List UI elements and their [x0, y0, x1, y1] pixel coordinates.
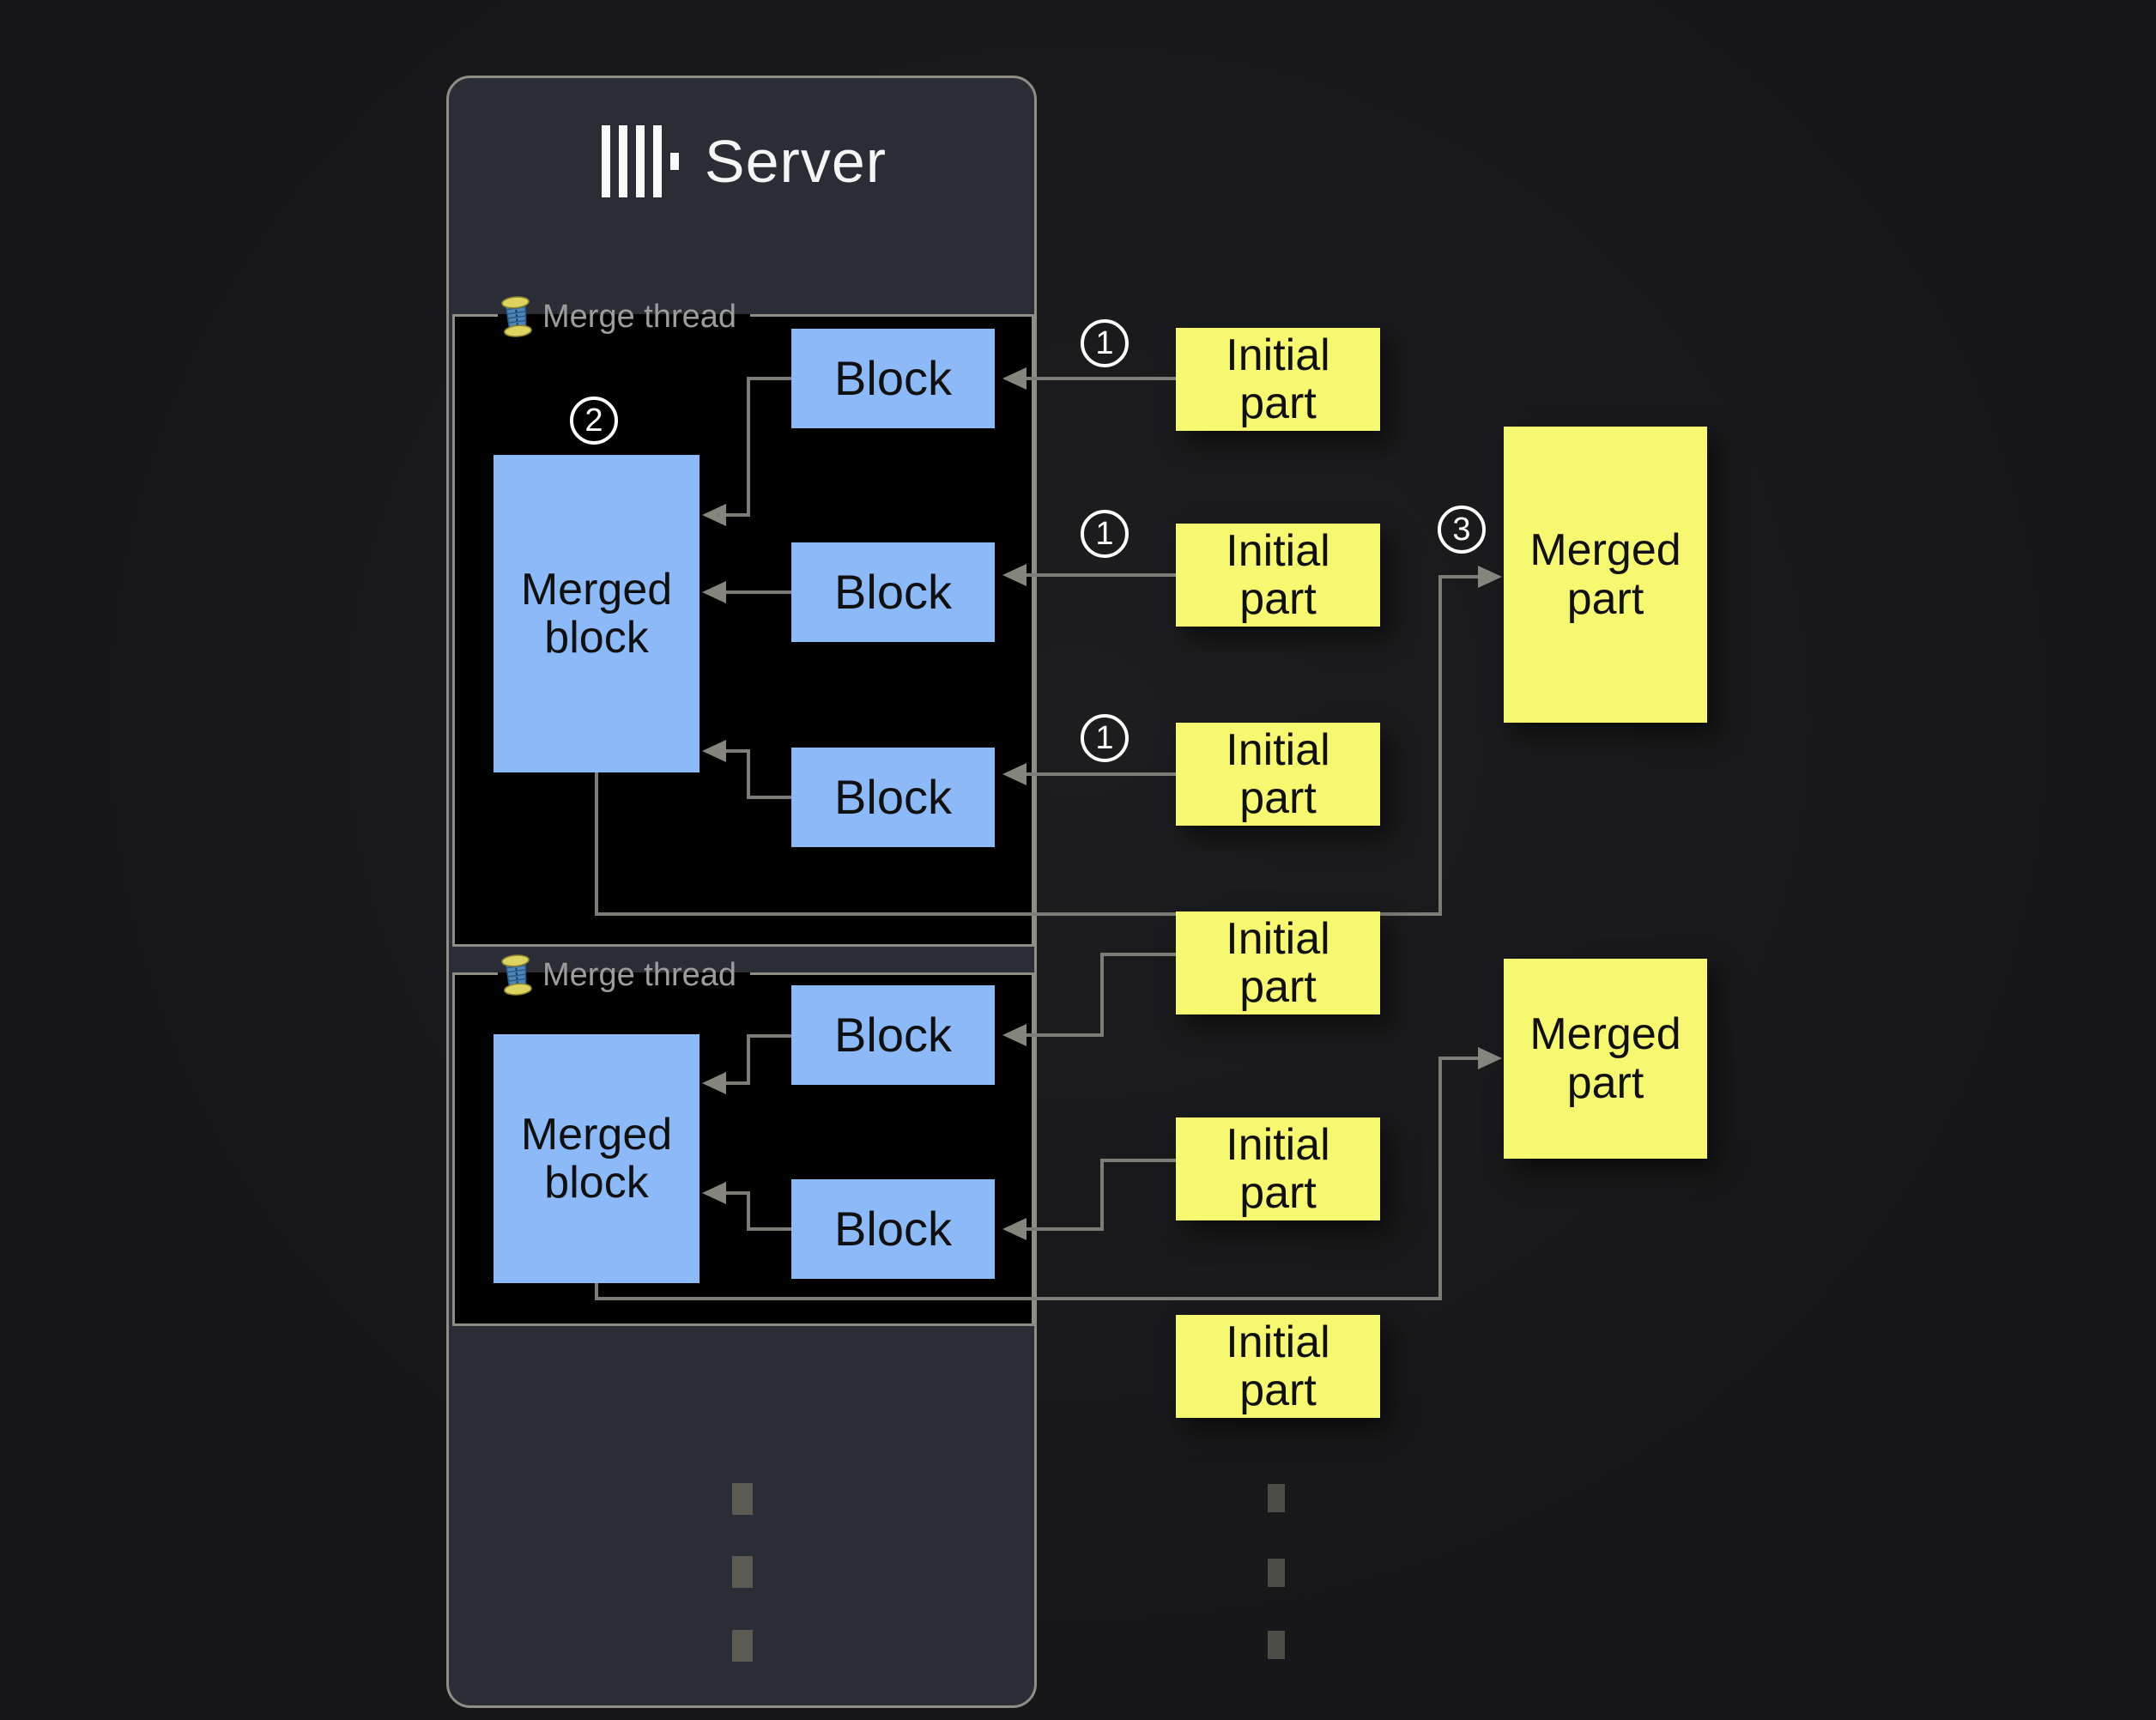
- connector: [748, 1227, 791, 1231]
- connector: [747, 749, 750, 799]
- initial-part: Initial part: [1176, 1315, 1380, 1418]
- connector: [595, 1297, 1442, 1300]
- step-badge-3: 3: [1438, 506, 1486, 554]
- merge-thread-legend-2: Merge thread: [498, 950, 751, 1000]
- connector: [1102, 953, 1176, 956]
- server-header: Server: [446, 110, 1037, 213]
- connector: [595, 1283, 598, 1300]
- connector: [595, 772, 598, 916]
- connector: [748, 1034, 791, 1038]
- connector: [1023, 377, 1176, 380]
- block: Block: [791, 748, 995, 847]
- connector: [1100, 1159, 1104, 1231]
- arrowhead: [1002, 763, 1027, 785]
- clickhouse-logo-icon: [597, 125, 686, 197]
- connector: [1023, 1227, 1104, 1231]
- initial-part: Initial part: [1176, 723, 1380, 826]
- connector: [595, 912, 1442, 916]
- ellipsis-dot: [1268, 1559, 1285, 1587]
- connector: [1100, 953, 1104, 1037]
- connector: [1438, 575, 1480, 578]
- merge-thread-legend-1: Merge thread: [498, 292, 751, 342]
- connector: [723, 1191, 750, 1195]
- arrowhead: [702, 1072, 726, 1094]
- merged-part: Merged part: [1504, 427, 1707, 723]
- arrowhead: [1002, 1024, 1027, 1046]
- thread-spool-icon: [500, 295, 534, 339]
- arrowhead: [1002, 367, 1027, 390]
- merge-thread-label: Merge thread: [542, 956, 737, 993]
- connector: [1438, 1057, 1480, 1060]
- connector: [723, 749, 750, 753]
- arrowhead: [702, 740, 726, 762]
- arrowhead: [1002, 564, 1027, 586]
- connector: [747, 1034, 750, 1085]
- block: Block: [791, 542, 995, 642]
- arrowhead: [702, 504, 726, 526]
- connector: [748, 377, 791, 380]
- block: Block: [791, 1179, 995, 1279]
- merged-block: Merged block: [494, 455, 699, 772]
- step-badge-2: 2: [570, 397, 618, 445]
- connector: [747, 377, 750, 515]
- arrowhead: [702, 581, 726, 603]
- connector: [1102, 1159, 1176, 1162]
- connector: [747, 1191, 750, 1231]
- step-badge-1: 1: [1081, 510, 1129, 558]
- block: Block: [791, 329, 995, 428]
- ellipsis-dot: [732, 1630, 753, 1662]
- connector: [1023, 1033, 1104, 1037]
- step-badge-1: 1: [1081, 714, 1129, 762]
- arrowhead: [1002, 1218, 1027, 1240]
- arrowhead: [1478, 1047, 1502, 1069]
- server-title: Server: [704, 128, 887, 195]
- connector: [723, 1081, 750, 1085]
- arrowhead: [702, 1182, 726, 1204]
- initial-part: Initial part: [1176, 524, 1380, 627]
- block: Block: [791, 985, 995, 1085]
- step-badge-1: 1: [1081, 319, 1129, 367]
- connector: [1023, 573, 1176, 577]
- initial-part: Initial part: [1176, 911, 1380, 1014]
- connector: [726, 590, 791, 594]
- ellipsis-dot: [1268, 1631, 1285, 1659]
- connector: [1023, 772, 1176, 776]
- merged-block: Merged block: [494, 1034, 699, 1283]
- merged-part: Merged part: [1504, 959, 1707, 1159]
- merge-thread-label: Merge thread: [542, 298, 737, 335]
- thread-spool-icon: [500, 954, 534, 997]
- ellipsis-dot: [732, 1556, 753, 1588]
- connector: [1438, 1057, 1442, 1300]
- initial-part: Initial part: [1176, 1117, 1380, 1220]
- connector: [748, 796, 791, 799]
- ellipsis-dot: [1268, 1484, 1285, 1512]
- connector: [723, 513, 750, 517]
- initial-part: Initial part: [1176, 328, 1380, 431]
- ellipsis-dot: [732, 1483, 753, 1515]
- connector: [1438, 575, 1442, 916]
- arrowhead: [1478, 566, 1502, 588]
